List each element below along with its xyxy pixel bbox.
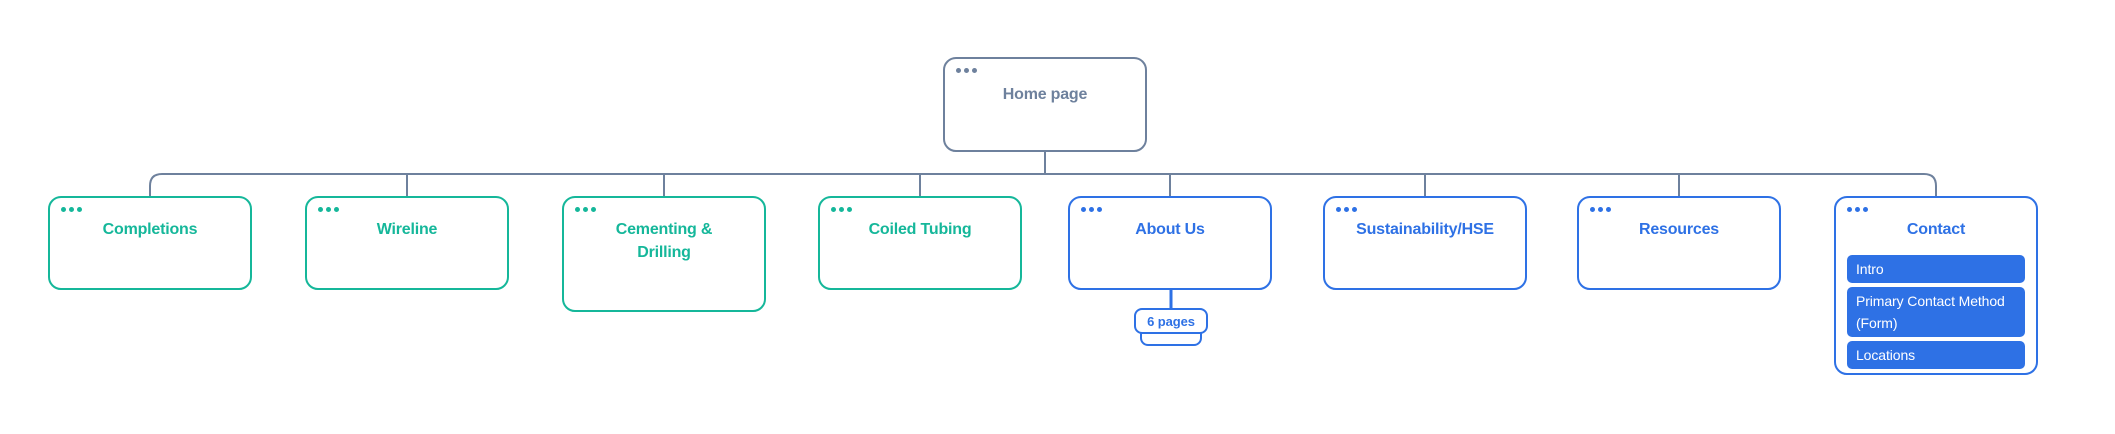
node-about-us[interactable]: About Us <box>1068 196 1272 290</box>
subpage-intro[interactable]: Intro <box>1847 255 2025 283</box>
node-completions[interactable]: Completions <box>48 196 252 290</box>
ellipsis-dots-icon <box>1847 207 1868 212</box>
node-title: Coiled Tubing <box>868 221 972 238</box>
node-wireline[interactable]: Wireline <box>305 196 509 290</box>
contact-subpages-list: Intro Primary Contact Method (Form) Loca… <box>1847 255 2025 369</box>
node-title: Contact <box>1906 221 1966 238</box>
node-title: Wireline <box>376 221 438 238</box>
node-title: Home page <box>1002 86 1088 103</box>
node-coiled-tubing[interactable]: Coiled Tubing <box>818 196 1022 290</box>
node-title: About Us <box>1135 221 1205 238</box>
node-title: Completions <box>102 221 198 238</box>
subpage-primary-contact-method[interactable]: Primary Contact Method (Form) <box>1847 287 2025 337</box>
ellipsis-dots-icon <box>575 207 596 212</box>
collapsed-pages-badge[interactable]: 6 pages <box>1134 308 1208 348</box>
node-cementing-drilling[interactable]: Cementing & Drilling <box>562 196 766 312</box>
ellipsis-dots-icon <box>318 207 339 212</box>
tree-connector-paths <box>149 152 1937 196</box>
node-home-page[interactable]: Home page <box>943 57 1147 152</box>
ellipsis-dots-icon <box>831 207 852 212</box>
ellipsis-dots-icon <box>1336 207 1357 212</box>
badge-label: 6 pages <box>1147 313 1195 329</box>
node-contact[interactable]: Contact Intro Primary Contact Method (Fo… <box>1834 196 2038 375</box>
badge-card: 6 pages <box>1134 308 1208 334</box>
node-title: Resources <box>1638 221 1720 238</box>
ellipsis-dots-icon <box>1590 207 1611 212</box>
subpage-locations[interactable]: Locations <box>1847 341 2025 369</box>
ellipsis-dots-icon <box>61 207 82 212</box>
node-sustainability-hse[interactable]: Sustainability/HSE <box>1323 196 1527 290</box>
node-resources[interactable]: Resources <box>1577 196 1781 290</box>
node-title: Cementing & Drilling <box>615 221 713 261</box>
node-title: Sustainability/HSE <box>1356 221 1494 238</box>
ellipsis-dots-icon <box>1081 207 1102 212</box>
ellipsis-dots-icon <box>956 68 977 73</box>
